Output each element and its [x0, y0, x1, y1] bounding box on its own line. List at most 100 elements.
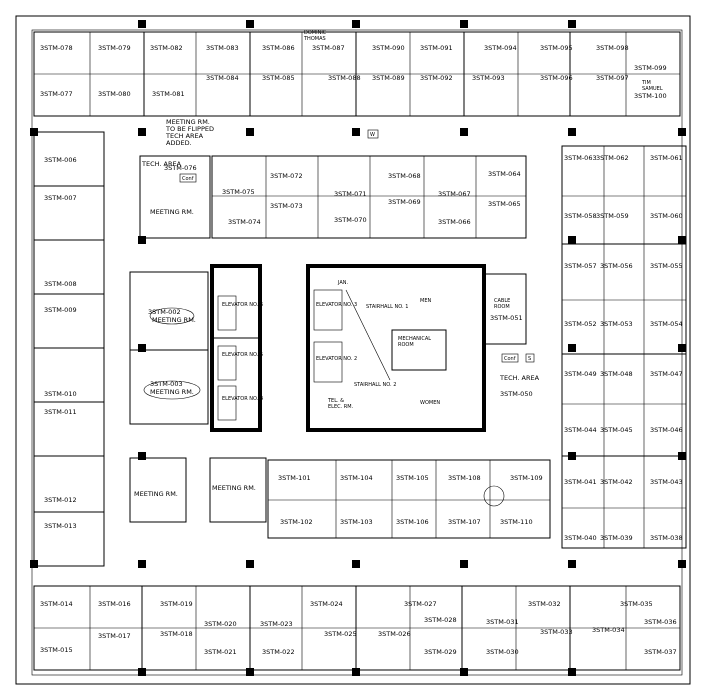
room-label: 3STM-047: [650, 370, 683, 378]
room-label: 3STM-038: [650, 534, 683, 542]
room-label: 3STM-071: [334, 190, 367, 198]
room-label: 3STM-105: [396, 474, 429, 482]
name-label: DOMINIC: [304, 30, 327, 36]
room-label: 3STM-019: [160, 600, 193, 608]
room-label: 3STM-055: [650, 262, 683, 270]
room-label: 3STM-050: [500, 390, 533, 398]
svg-text:MEETING RM.: MEETING RM.: [152, 316, 196, 324]
room-label: 3STM-068: [388, 172, 421, 180]
svg-text:JAN.: JAN.: [337, 280, 349, 286]
room-label: 3STM-021: [204, 648, 237, 656]
room-label: 3STM-085: [262, 74, 295, 82]
room-label: 3STM-081: [152, 90, 185, 98]
room-label: 3STM-084: [206, 74, 239, 82]
name-label: TIM: [641, 80, 651, 86]
room-label: 3STM-015: [40, 646, 73, 654]
w-mark: W: [370, 132, 375, 138]
room-label: 3STM-099: [634, 64, 667, 72]
room-label: 3STM-003: [150, 380, 183, 388]
room-label: 3STM-062: [596, 154, 629, 162]
room-label: 3STM-076: [164, 164, 197, 172]
core-labels: 3STM-002 MEETING RM. 3STM-003 MEETING RM…: [134, 280, 540, 498]
right-column-labels: 3STM-063 3STM-062 3STM-061 3STM-058 3STM…: [564, 154, 683, 542]
svg-text:MEETING RM.: MEETING RM.: [212, 484, 256, 492]
center-upper-labels: 3STM-072 3STM-073 3STM-074 3STM-075 3STM…: [222, 170, 521, 226]
room-label: 3STM-082: [150, 44, 183, 52]
room-label: 3STM-024: [310, 600, 343, 608]
room-label: 3STM-042: [600, 478, 633, 486]
svg-text:ELEVATOR NO. 3: ELEVATOR NO. 3: [316, 302, 357, 308]
room-label: 3STM-072: [270, 172, 303, 180]
room-label: 3STM-041: [564, 478, 597, 486]
room-label: 3STM-078: [40, 44, 73, 52]
room-label: 3STM-059: [596, 212, 629, 220]
room-label: 3STM-075: [222, 188, 255, 196]
room-label: 3STM-026: [378, 630, 411, 638]
room-label: 3STM-065: [488, 200, 521, 208]
room-label: 3STM-056: [600, 262, 633, 270]
room-label: 3STM-033: [540, 628, 573, 636]
room-label: 3STM-022: [262, 648, 295, 656]
svg-text:MEETING RM.: MEETING RM.: [150, 388, 194, 396]
svg-text:MEETING RM.: MEETING RM.: [166, 118, 210, 126]
room-label: 3STM-058: [564, 212, 597, 220]
room-label: 3STM-091: [420, 44, 453, 52]
room-label: 3STM-066: [438, 218, 471, 226]
svg-text:MECHANICAL: MECHANICAL: [398, 336, 431, 342]
room-label: 3STM-018: [160, 630, 193, 638]
room-label: 3STM-010: [44, 390, 77, 398]
room-label: 3STM-109: [510, 474, 543, 482]
room-label: 3STM-017: [98, 632, 131, 640]
top-office-row: [33, 31, 681, 117]
room-label: 3STM-090: [372, 44, 405, 52]
room-label: 3STM-089: [372, 74, 405, 82]
room-label: 3STM-016: [98, 600, 131, 608]
room-label: 3STM-006: [44, 156, 77, 164]
center-upper-workstations: [139, 155, 527, 239]
room-label: 3STM-100: [634, 92, 667, 100]
outer-wall: [15, 15, 691, 685]
room-label: 3STM-007: [44, 194, 77, 202]
tech-area-labels: TECH. AREA 3STM-076 Conf MEETING RM.: [141, 160, 197, 216]
room-label: 3STM-087: [312, 44, 345, 52]
structural-columns: [30, 20, 686, 676]
room-label: 3STM-083: [206, 44, 239, 52]
svg-text:TECH AREA: TECH AREA: [165, 132, 204, 140]
room-label: 3STM-030: [486, 648, 519, 656]
room-label: 3STM-037: [644, 648, 677, 656]
room-label: 3STM-097: [596, 74, 629, 82]
room-label: 3STM-029: [424, 648, 457, 656]
svg-text:MEETING RM.: MEETING RM.: [134, 490, 178, 498]
room-label: 3STM-040: [564, 534, 597, 542]
meeting-rooms: [129, 271, 267, 523]
right-workstations: [561, 145, 687, 549]
room-label: 3STM-098: [596, 44, 629, 52]
room-label: 3STM-046: [650, 426, 683, 434]
room-label: 3STM-048: [600, 370, 633, 378]
room-label: 3STM-108: [448, 474, 481, 482]
room-label: 3STM-074: [228, 218, 261, 226]
room-label: 3STM-069: [388, 198, 421, 206]
svg-text:ELEVATOR NO. 2: ELEVATOR NO. 2: [316, 356, 357, 362]
svg-text:ELEC. RM.: ELEC. RM.: [328, 404, 354, 410]
svg-text:CABLE: CABLE: [494, 298, 510, 304]
svg-text:ELEVATOR NO. 4: ELEVATOR NO. 4: [222, 396, 263, 402]
room-label: 3STM-032: [528, 600, 561, 608]
svg-text:TECH. AREA: TECH. AREA: [141, 160, 182, 168]
svg-text:TEL. &: TEL. &: [327, 398, 344, 404]
room-label: 3STM-043: [650, 478, 683, 486]
room-label: 3STM-049: [564, 370, 597, 378]
svg-text:ROOM: ROOM: [398, 342, 414, 348]
room-label: 3STM-051: [490, 314, 523, 322]
room-label: 3STM-031: [486, 618, 519, 626]
top-row-labels: 3STM-078 3STM-079 3STM-082 3STM-083 3STM…: [40, 30, 667, 100]
room-label: 3STM-057: [564, 262, 597, 270]
room-label: 3STM-035: [620, 600, 653, 608]
name-label: SAMUEL: [642, 86, 663, 92]
room-label: 3STM-077: [40, 90, 73, 98]
room-label: 3STM-104: [340, 474, 373, 482]
svg-text:ROOM: ROOM: [494, 304, 510, 310]
room-label: 3STM-106: [396, 518, 429, 526]
bottom-row-labels: 3STM-014 3STM-016 3STM-019 3STM-024 3STM…: [40, 600, 677, 656]
